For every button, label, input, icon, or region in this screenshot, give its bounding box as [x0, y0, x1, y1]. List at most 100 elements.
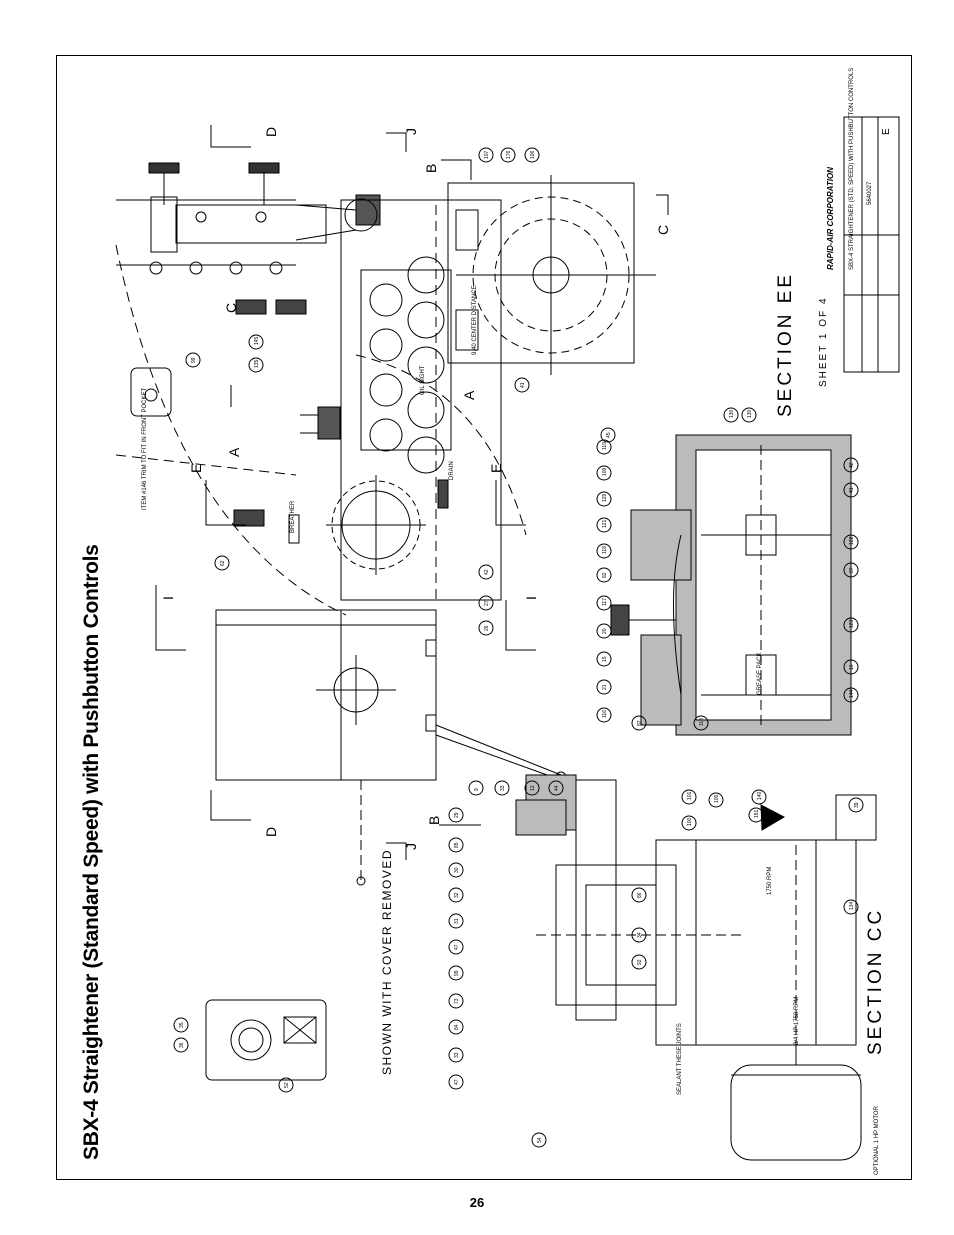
- section-mark: A: [461, 390, 477, 400]
- svg-text:5640027: 5640027: [867, 181, 873, 205]
- item-146-tag: [130, 367, 172, 417]
- callout-number: 29: [454, 812, 460, 818]
- callout-circle: [448, 862, 464, 878]
- callout-number: 85: [454, 842, 460, 848]
- section-ee-view: [610, 434, 852, 736]
- section-mark: D: [263, 827, 279, 837]
- callout-number: 12: [530, 785, 536, 791]
- title-block-rev: E: [881, 128, 892, 135]
- callout-number: 99: [454, 970, 460, 976]
- callout-circle: [843, 617, 859, 633]
- title-block-drawing-number: 5640027: [867, 181, 873, 205]
- callout-circle: [631, 927, 647, 943]
- cover-removed-view: [205, 999, 327, 1081]
- callout-circle: [748, 807, 764, 823]
- callout-number: 27: [484, 600, 490, 606]
- callout-circle: [278, 1077, 294, 1093]
- shown-with-cover-removed-label: SHOWN WITH COVER REMOVED: [380, 849, 394, 1075]
- callout-number: 123: [849, 619, 855, 628]
- item-146-label: ITEM #146 TRIM TO FIT IN FRONT POCKET: [142, 388, 148, 510]
- callout-number: 145: [254, 336, 260, 345]
- callout-number: 9: [474, 788, 480, 791]
- tension-knob-assembly: [116, 162, 381, 527]
- callout-number: 82: [602, 572, 608, 578]
- callout-number: 118: [699, 718, 705, 726]
- callout-number: 73: [454, 998, 460, 1004]
- callout-number: 41: [520, 382, 526, 388]
- section-mark: E: [488, 464, 504, 473]
- callout-circle: [596, 679, 612, 695]
- section-mark: I: [160, 596, 176, 600]
- callout-number: 130: [747, 409, 753, 418]
- callout-circle: [448, 887, 464, 903]
- callout-number: 86: [637, 892, 643, 898]
- callout-number: 16: [849, 664, 855, 670]
- callout-number: 151: [754, 809, 760, 818]
- callout-number: 105: [714, 794, 720, 803]
- callout-circle: [548, 780, 564, 796]
- callout-circle: [173, 1037, 189, 1053]
- callout-circle: [848, 797, 864, 813]
- callout-number: 42: [849, 462, 855, 468]
- callout-number: 130: [729, 409, 735, 418]
- callout-number: 32: [454, 892, 460, 898]
- svg-text:SHEET 1 OF 4: SHEET 1 OF 4: [818, 296, 829, 387]
- title-block-company: RAPID-AIR CORPORATION: [826, 167, 835, 270]
- callout-number: 26: [484, 625, 490, 631]
- callout-circle: [596, 465, 612, 481]
- svg-text:SEALANT THESE JOINTS: SEALANT THESE JOINTS: [677, 1023, 683, 1095]
- callout-number: 62: [220, 560, 226, 566]
- callout-circle: [448, 837, 464, 853]
- callout-number: 39: [854, 802, 860, 808]
- motor-hp-label: 3/4 HP 1750 RPM: [794, 997, 800, 1045]
- callout-number: 87: [849, 567, 855, 573]
- callout-number: 121: [602, 519, 608, 528]
- callout-number: 52: [284, 1082, 290, 1088]
- callout-number: 109: [602, 467, 608, 476]
- callout-number: 35: [179, 1022, 185, 1028]
- callout-number: 21: [602, 684, 608, 690]
- section-mark: I: [523, 596, 539, 600]
- oil-sight-label: OIL SIGHT: [420, 365, 426, 395]
- section-mark: B: [423, 164, 439, 173]
- section-ee-label: SECTION EE: [775, 272, 796, 417]
- callout-circle: [596, 651, 612, 667]
- callout-circle: [708, 792, 724, 808]
- callout-number: 42: [484, 569, 490, 575]
- callout-circle: [723, 407, 739, 423]
- callout-number: 116: [602, 710, 608, 718]
- callout-number: 134: [849, 901, 855, 910]
- callout-circle: [843, 562, 859, 578]
- svg-text:RAPID-AIR CORPORATION: RAPID-AIR CORPORATION: [826, 167, 835, 270]
- callout-number: 129: [602, 493, 608, 502]
- callout-circle: [681, 815, 697, 831]
- callout-circles-upper: [185, 147, 540, 636]
- callout-number: 144: [849, 689, 855, 698]
- callout-number: 107: [484, 150, 490, 159]
- callout-circle: [600, 427, 616, 443]
- sheet-label: SHEET 1 OF 4: [818, 296, 829, 387]
- assembly-drawing: SECTION EE SHEET 1 OF 4 SECTION CC SHOWN…: [115, 68, 900, 1175]
- front-cover: [215, 609, 567, 886]
- svg-text:3/4 HP 1750 RPM: 3/4 HP 1750 RPM: [794, 997, 800, 1045]
- section-mark-letters: A A B B C C D D E E I I J J: [160, 127, 671, 850]
- section-cc-label: SECTION CC: [865, 908, 886, 1055]
- callout-circle: [468, 780, 484, 796]
- section-cc-view: [515, 774, 877, 1161]
- callout-circle: [596, 567, 612, 583]
- callout-circle: [693, 715, 709, 731]
- callout-number: 118: [602, 546, 608, 554]
- callout-circle: [596, 595, 612, 611]
- callout-circle: [596, 491, 612, 507]
- callout-circle: [751, 789, 767, 805]
- svg-text:1750 RPM: 1750 RPM: [767, 867, 773, 895]
- drain-label: DRAIN: [449, 461, 455, 480]
- svg-text:GREASE PACK: GREASE PACK: [757, 652, 763, 695]
- svg-text:SBX-4 STRAIGHTENER (STD. SPEED: SBX-4 STRAIGHTENER (STD. SPEED) WITH PUS…: [849, 68, 855, 270]
- callout-circle: [843, 534, 859, 550]
- grease-pack-label: GREASE PACK: [757, 652, 763, 695]
- svg-text:SHOWN WITH COVER REMOVED: SHOWN WITH COVER REMOVED: [380, 849, 394, 1075]
- callout-circle: [448, 1019, 464, 1035]
- section-mark: C: [223, 303, 239, 313]
- title-block-drawing-title: SBX-4 STRAIGHTENER (STD. SPEED) WITH PUS…: [849, 68, 855, 270]
